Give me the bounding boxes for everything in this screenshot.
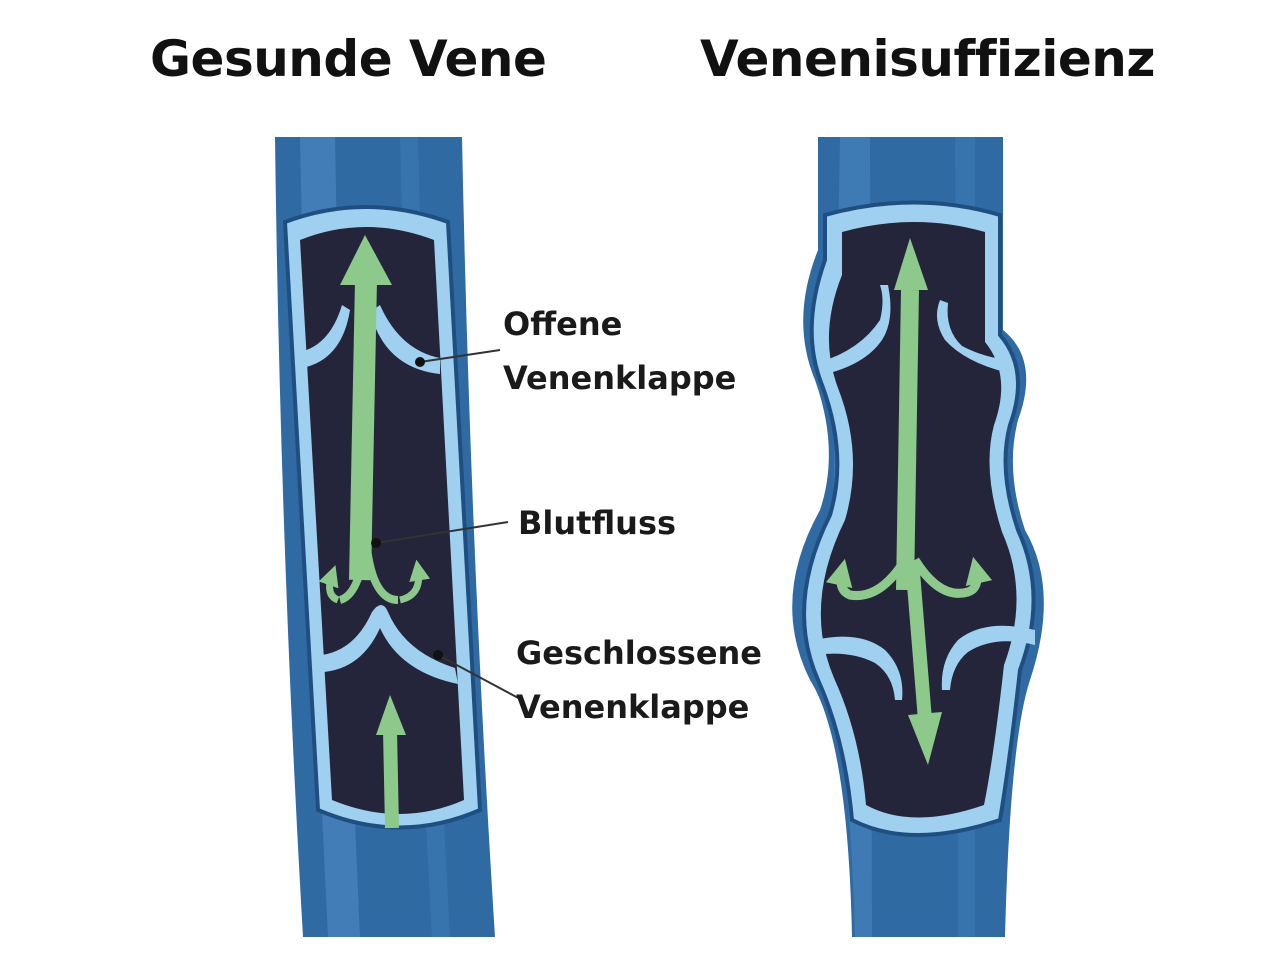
leader-closed-valve-dot xyxy=(433,650,443,660)
leader-blood-flow-dot xyxy=(371,538,381,548)
label-closed-valve-line-2: Venenklappe xyxy=(516,680,762,734)
label-closed-valve-line-1: Geschlossene xyxy=(516,626,762,680)
label-closed-valve: Geschlossene Venenklappe xyxy=(516,626,762,734)
healthy-flow-arrow xyxy=(360,280,366,580)
insufficient-up-arrow xyxy=(905,290,910,590)
insufficient-vein xyxy=(792,137,1044,937)
label-open-valve-line-1: Offene xyxy=(503,297,736,351)
healthy-lower-flow-arrow xyxy=(390,730,392,828)
leader-open-valve-dot xyxy=(415,357,425,367)
label-open-valve: Offene Venenklappe xyxy=(503,297,736,405)
healthy-vein xyxy=(275,137,495,937)
label-blood-flow: Blutfluss xyxy=(518,496,676,550)
label-open-valve-line-2: Venenklappe xyxy=(503,351,736,405)
